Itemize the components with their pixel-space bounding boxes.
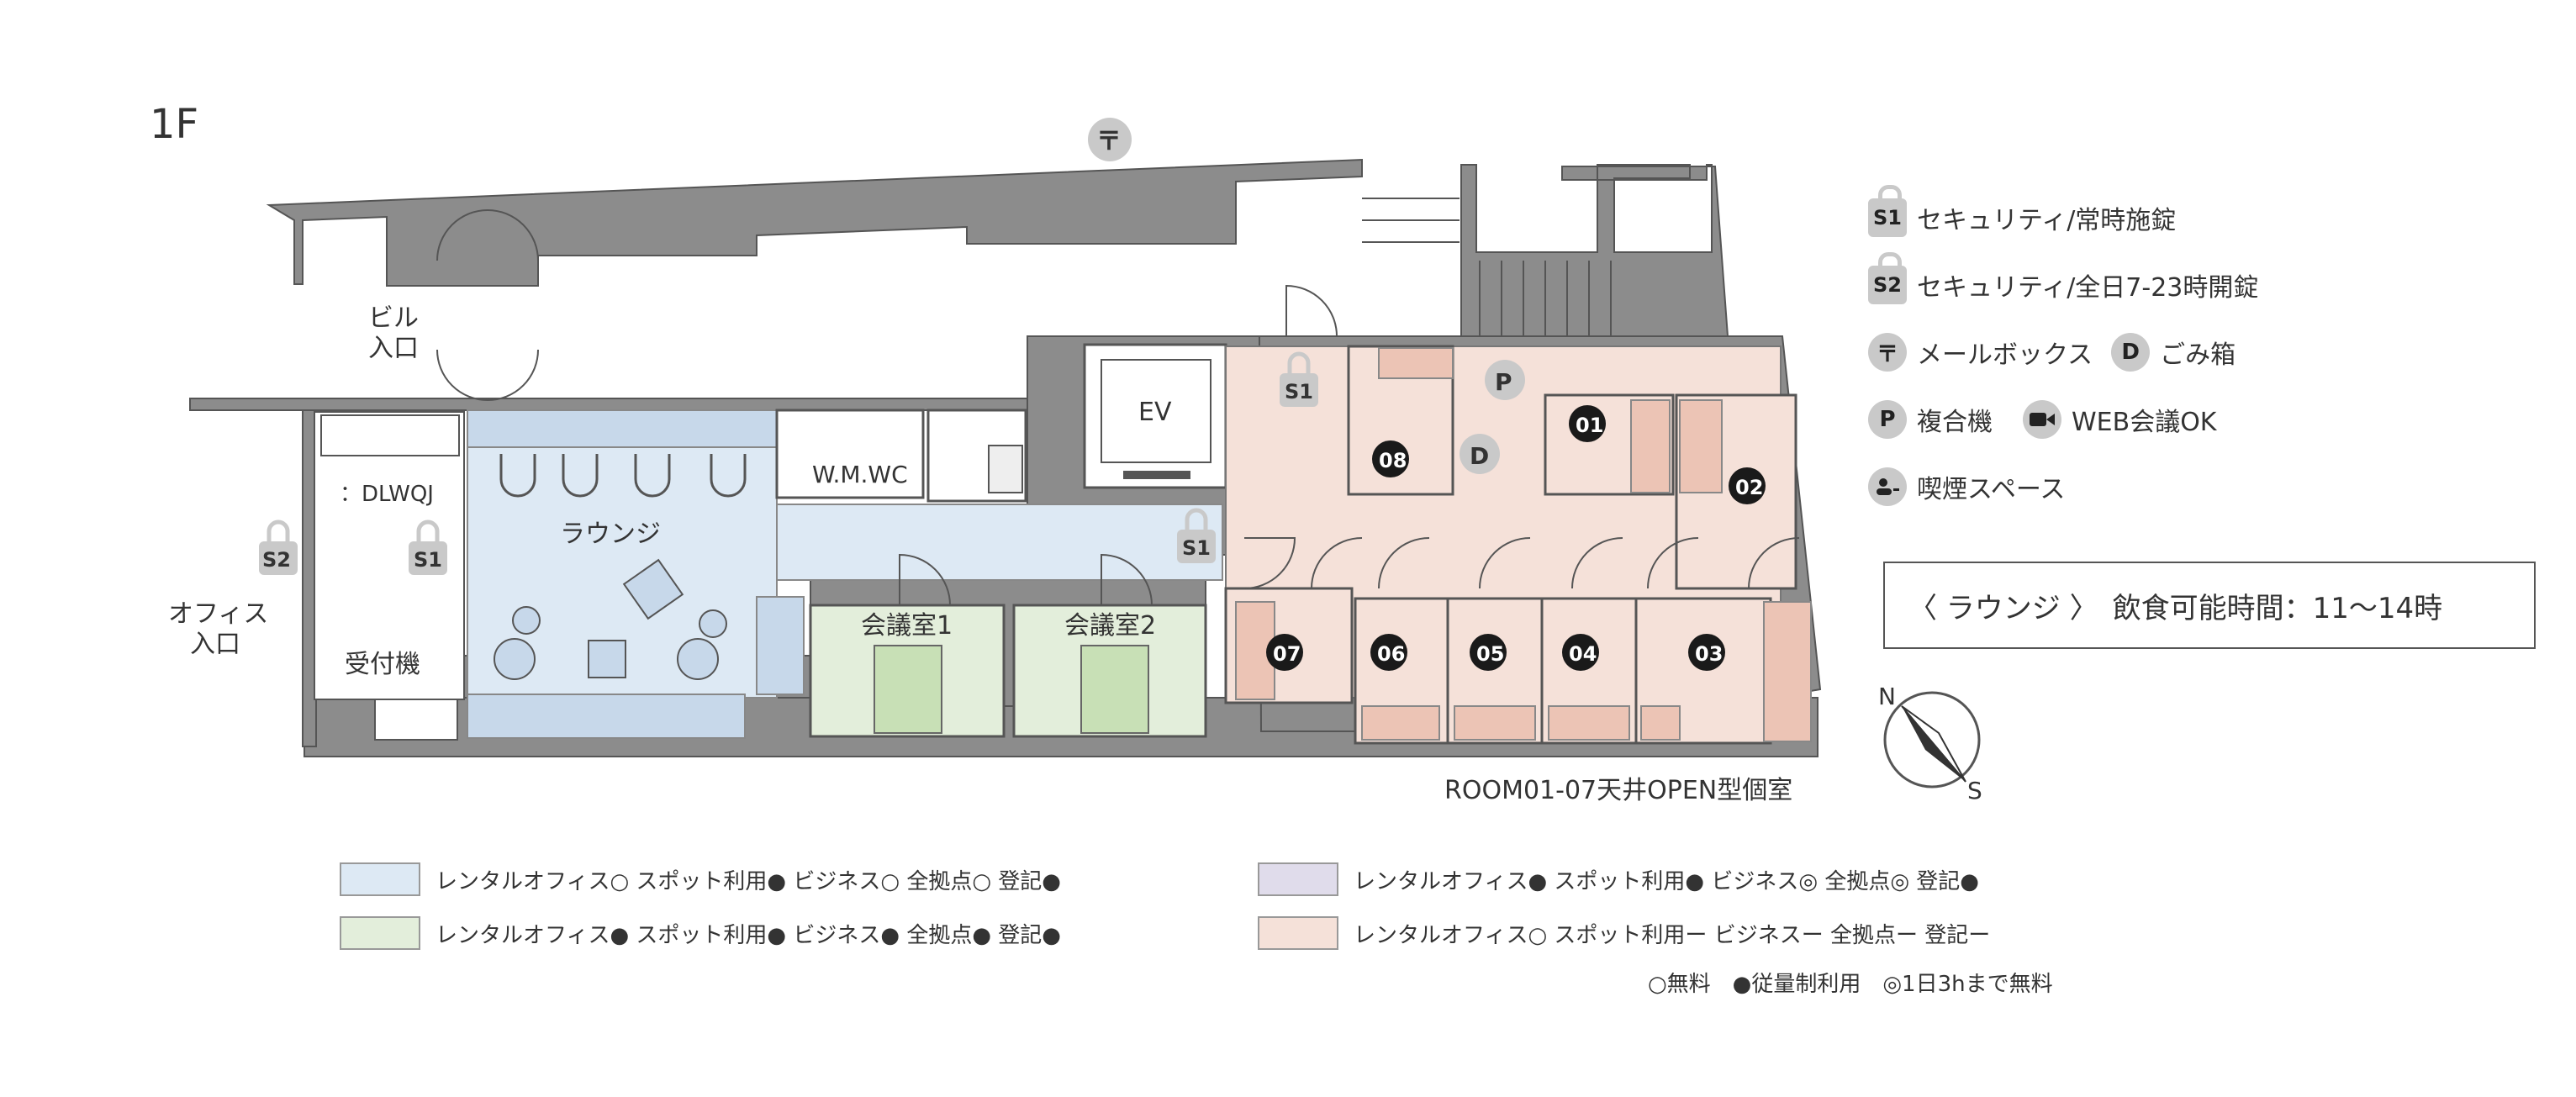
legend-footnote-text: ○無料 ●従量制利用 ◎1日3hまで無料: [1648, 972, 2053, 997]
legend-row-1: レンタルオフィス○ スポット利用● ビジネス○ 全拠点○ 登記●: [340, 862, 1061, 896]
reception-sign: ：DLWQJ: [340, 482, 434, 507]
video-camera-icon: [2023, 400, 2061, 439]
trash-icon: D: [2111, 333, 2151, 372]
compass-north: N: [1878, 683, 1896, 710]
key-printer-text: 複合機: [1917, 408, 1993, 437]
key-printer-web: P 複合機 WEB会議OK: [1868, 400, 2217, 439]
legend-swatch-pink: [1258, 916, 1338, 950]
meeting2-label: 会議室2: [1064, 611, 1156, 641]
room-note: ROOM01-07天井OPEN型個室: [1444, 776, 1792, 805]
key-smoking: 喫煙スペース: [1868, 467, 2065, 506]
office-entrance-label-2: 入口: [190, 630, 240, 659]
legend-text-3: レンタルオフィス● スポット利用● ビジネス● 全拠点● 登記●: [435, 922, 1061, 948]
wc-label: W.M.WC: [812, 461, 908, 488]
mailbox-glyph: 〒: [1096, 127, 1122, 156]
mailbox-badge: 〒: [1088, 118, 1132, 161]
legend-text-4: レンタルオフィス○ スポット利用ー ビジネスー 全拠点ー 登記ー: [1354, 922, 1991, 948]
compass: N S: [1878, 683, 1982, 804]
room-08: 08: [1379, 449, 1407, 472]
room-04: 04: [1569, 642, 1597, 666]
s2-badge-icon: S2: [1868, 252, 1907, 304]
lounge-area: ラウンジ: [467, 409, 1223, 739]
room-02: 02: [1735, 476, 1763, 499]
room-01: 01: [1576, 414, 1603, 437]
legend-text-1: レンタルオフィス○ スポット利用● ビジネス○ 全拠点○ 登記●: [435, 868, 1061, 894]
meeting-rooms: 会議室1 会議室2: [809, 604, 1207, 738]
room-07: 07: [1273, 642, 1301, 666]
doors: [436, 209, 1800, 606]
map-d-badge: D: [1470, 442, 1489, 470]
key-s1: S1 セキュリティ/常時施錠: [1868, 185, 2177, 237]
legend-swatch-purple: [1258, 862, 1338, 896]
legend-text-2: レンタルオフィス● スポット利用● ビジネス◎ 全拠点◎ 登記●: [1354, 868, 1979, 894]
floor-label: 1F: [150, 101, 198, 148]
private-rooms: [1224, 345, 1812, 745]
legend-swatch-blue: [340, 862, 420, 896]
stairs: [1362, 198, 1612, 336]
legend-row-2: レンタルオフィス● スポット利用● ビジネス◎ 全拠点◎ 登記●: [1258, 862, 1979, 896]
office-entrance-label-1: オフィス: [168, 599, 268, 629]
mailbox-icon: 〒: [1868, 333, 1907, 372]
reception-area: ：DLWQJ 受付機: [314, 411, 465, 741]
elevator: EV: [1083, 343, 1227, 489]
key-s2-text: セキュリティ/全日7-23時開錠: [1917, 273, 2259, 303]
map-s1-badge-lounge: S1: [1182, 536, 1211, 560]
room-03: 03: [1695, 642, 1723, 666]
room-05: 05: [1476, 642, 1504, 666]
facility-badges: P D: [1460, 360, 1525, 474]
legend-swatch-green: [340, 916, 420, 950]
legend-footnote: ○無料 ●従量制利用 ◎1日3hまで無料: [1648, 967, 2053, 998]
key-s2: S2 セキュリティ/全日7-23時開錠: [1868, 252, 2259, 304]
key-mail-text: メールボックス: [1917, 340, 2093, 370]
lounge-hours-box: 〈 ラウンジ 〉 飲食可能時間：11〜14時: [1883, 562, 2536, 649]
building-entrance-label-2: 入口: [368, 334, 419, 363]
lounge-hours-text: 〈 ラウンジ 〉 飲食可能時間：11〜14時: [1908, 591, 2443, 625]
map-p-badge: P: [1495, 368, 1512, 396]
key-mail-trash: 〒 メールボックス D ごみ箱: [1868, 333, 2236, 372]
key-s1-text: セキュリティ/常時施錠: [1917, 206, 2177, 235]
lounge-label: ラウンジ: [560, 519, 661, 549]
room-06: 06: [1377, 642, 1405, 666]
legend-row-4: レンタルオフィス○ スポット利用ー ビジネスー 全拠点ー 登記ー: [1258, 916, 1990, 950]
map-s1-badge-rooms: S1: [1285, 380, 1313, 403]
key-web-text: WEB会議OK: [2072, 408, 2217, 437]
building-entrance-label-1: ビル: [368, 303, 419, 333]
legend-row-3: レンタルオフィス● スポット利用● ビジネス● 全拠点● 登記●: [340, 916, 1061, 950]
wc-area: W.M.WC: [775, 409, 1027, 503]
key-smoking-text: 喫煙スペース: [1917, 475, 2066, 504]
key-trash-text: ごみ箱: [2160, 340, 2236, 370]
smoking-icon: [1868, 467, 1907, 506]
security-badges: S2 S1 S1 S1: [259, 351, 1318, 575]
map-s2-badge: S2: [262, 548, 291, 572]
meeting1-label: 会議室1: [861, 611, 953, 641]
map-s1-badge-reception: S1: [414, 548, 442, 572]
room-badges: 01 02 03 04 05 06 07 08: [1266, 405, 1766, 671]
printer-icon: P: [1868, 400, 1907, 439]
ev-label: EV: [1138, 398, 1172, 427]
s1-badge-icon: S1: [1868, 185, 1907, 237]
reception-label: 受付機: [345, 650, 420, 679]
compass-south: S: [1967, 777, 1982, 804]
